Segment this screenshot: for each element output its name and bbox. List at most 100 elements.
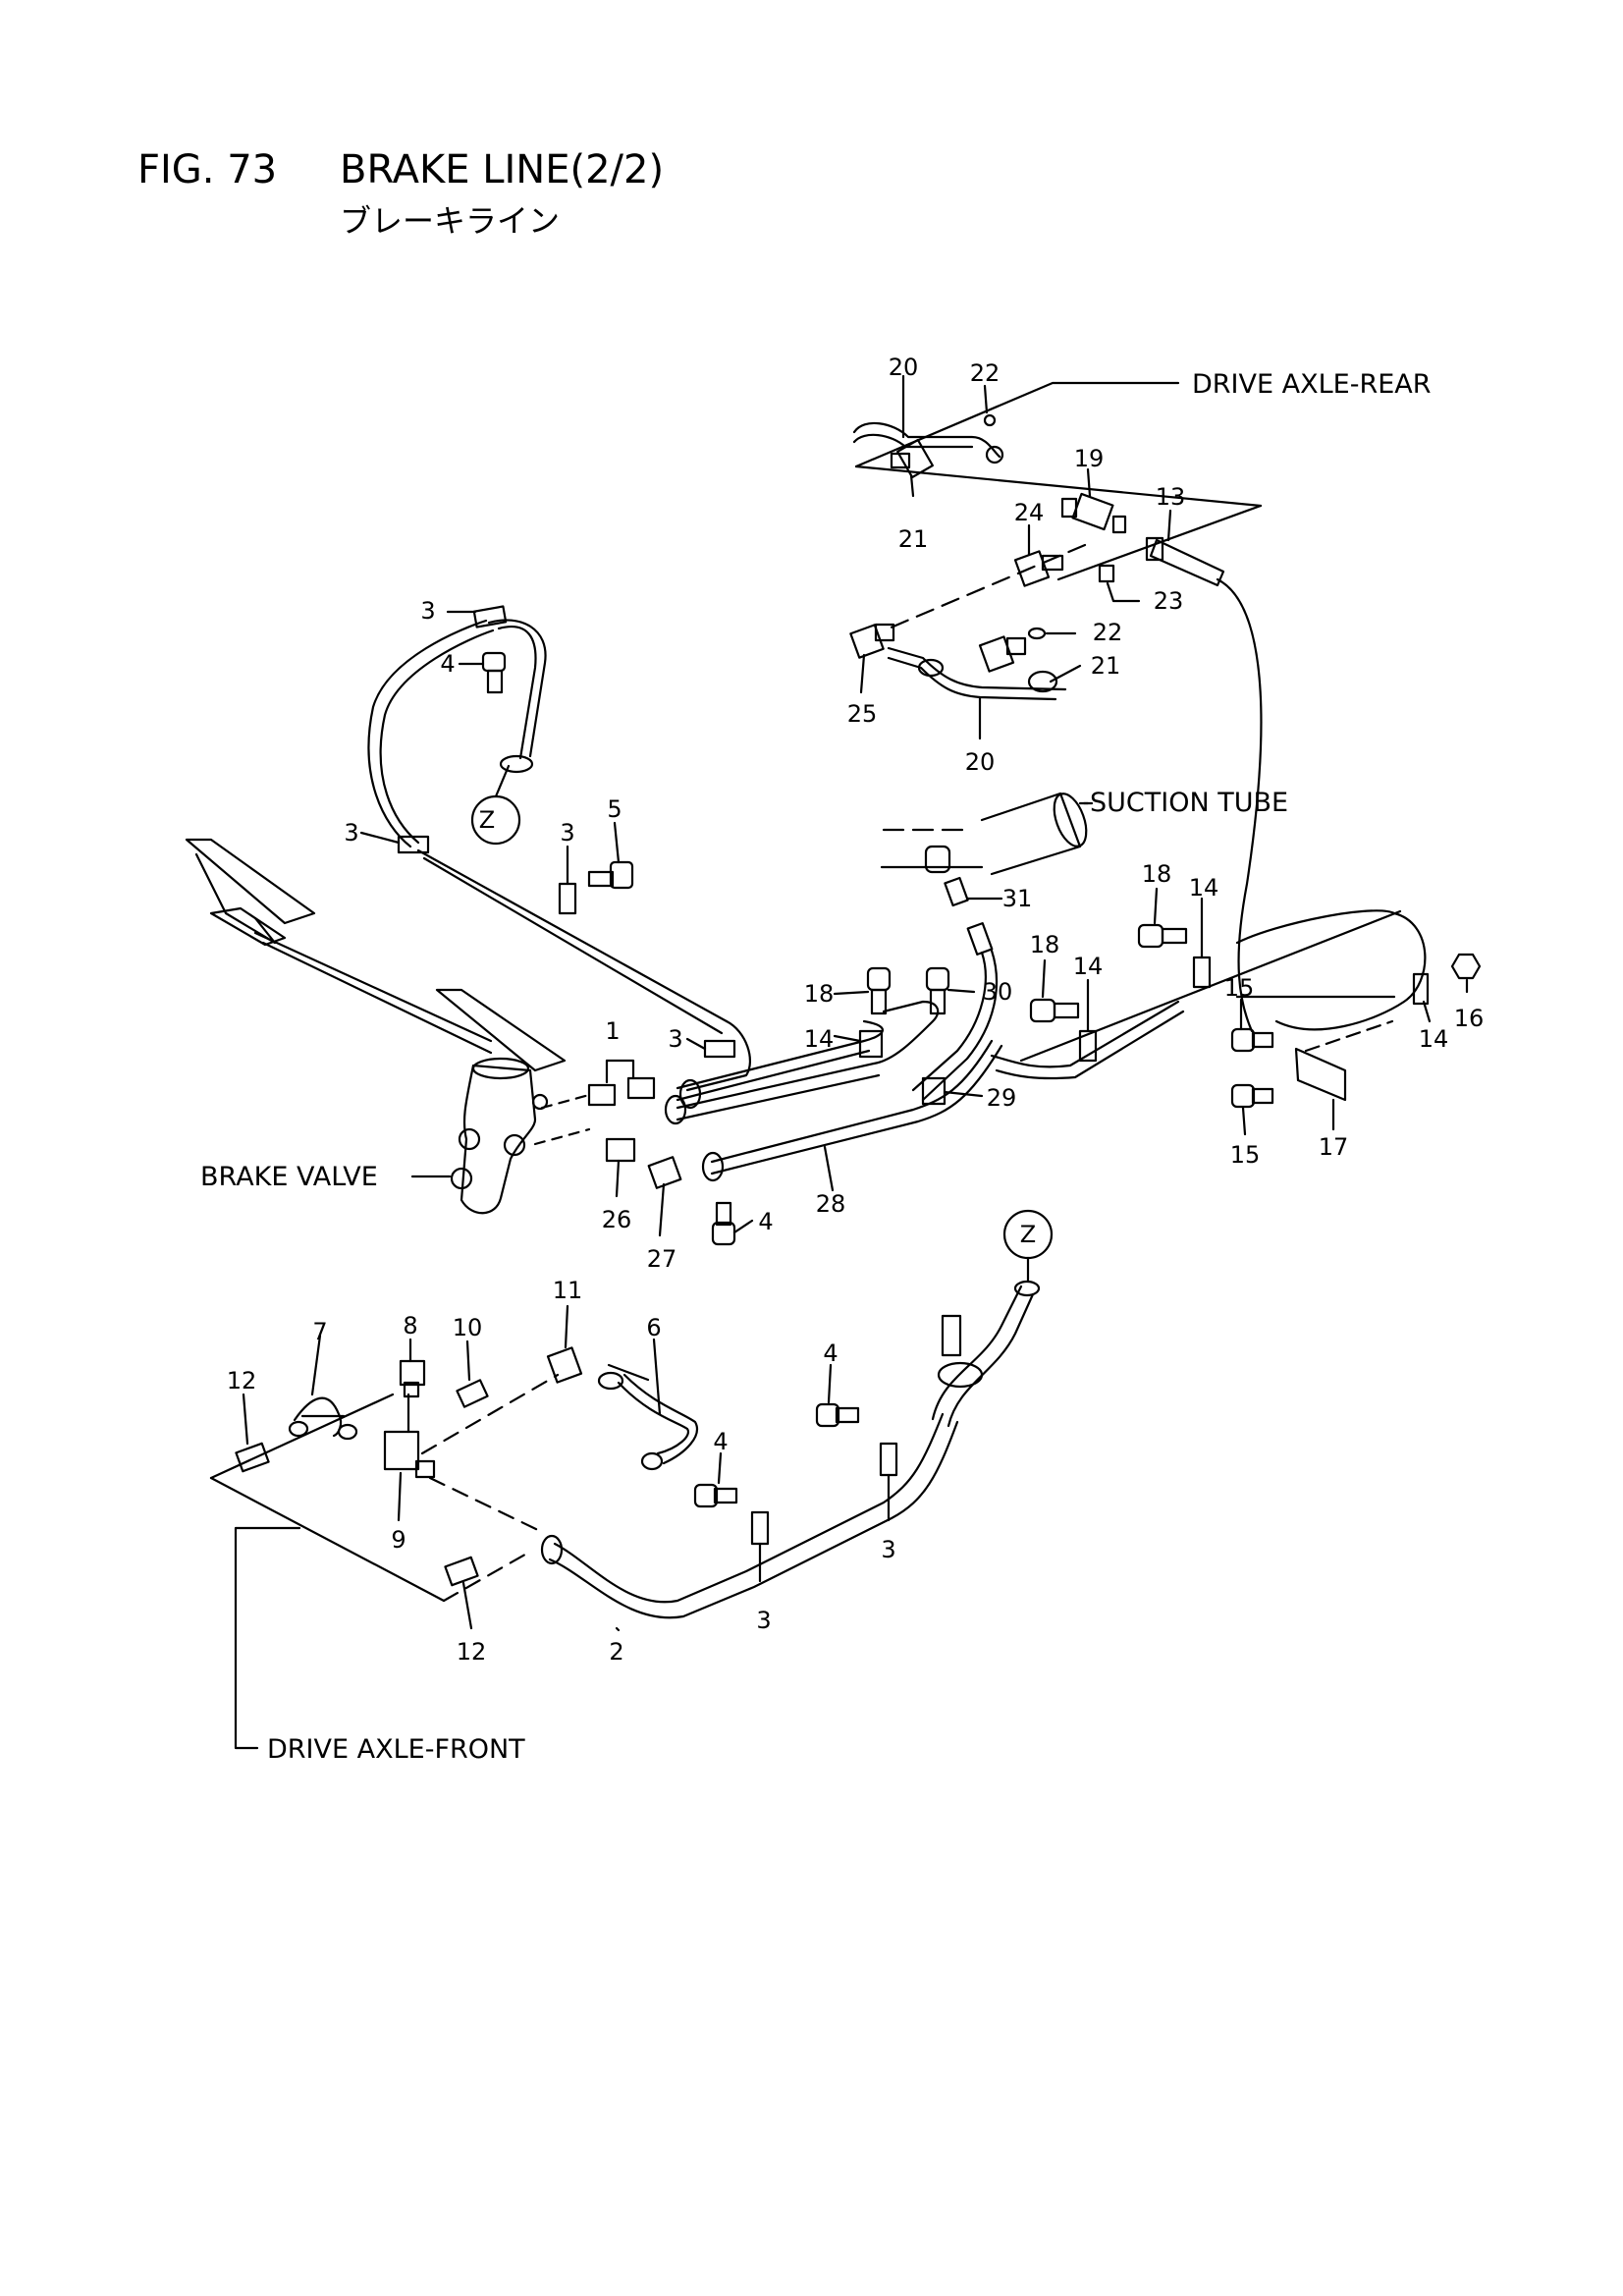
front-axle-frame-line bbox=[209, 1476, 446, 1603]
callout-15b: 15 bbox=[1230, 1141, 1261, 1169]
bolt-head bbox=[1137, 923, 1164, 949]
bolt-head bbox=[1230, 1083, 1256, 1109]
brake-hose-front-inner bbox=[548, 1420, 959, 1619]
callout-14c: 14 bbox=[1419, 1025, 1449, 1053]
bolt-shank bbox=[713, 1487, 738, 1504]
callout-3a: 3 bbox=[420, 597, 435, 625]
leader-line bbox=[605, 1059, 635, 1080]
leader-line bbox=[615, 1159, 621, 1198]
bolt-head bbox=[693, 1483, 719, 1508]
callout-3c: 3 bbox=[560, 819, 574, 847]
brake-pipe-lower-inner bbox=[887, 656, 1057, 701]
dashed-connection bbox=[533, 1127, 591, 1146]
callout-4c: 4 bbox=[713, 1428, 728, 1455]
pipe-nut bbox=[597, 1371, 624, 1391]
clamp bbox=[858, 1029, 884, 1059]
brake-hose-28 bbox=[710, 1039, 994, 1164]
dashed-connection bbox=[428, 1476, 544, 1534]
brake-pipe-upper bbox=[852, 421, 1001, 459]
rear-axle-frame-line bbox=[854, 465, 1263, 508]
callout-5: 5 bbox=[607, 795, 622, 823]
brake-pipe-lower bbox=[887, 646, 1067, 691]
rear-axle-group bbox=[849, 374, 1263, 1033]
bolt-shank bbox=[835, 1406, 860, 1424]
bolt-shank bbox=[1251, 1087, 1274, 1105]
brake-hose-to-z-inner bbox=[947, 1292, 1035, 1428]
brake-pipe-inner bbox=[422, 856, 724, 1035]
bolt-head bbox=[1230, 1027, 1256, 1053]
tee-nut bbox=[1060, 497, 1078, 519]
adapter-fitting bbox=[587, 1083, 617, 1107]
brake-hose bbox=[487, 619, 547, 758]
bolt-shank bbox=[1161, 927, 1188, 945]
pipe-nut bbox=[917, 658, 945, 678]
callout-2: 2 bbox=[609, 1638, 623, 1666]
suction-tube-group bbox=[880, 792, 1094, 1102]
bolt-head bbox=[1013, 550, 1051, 587]
leader-line bbox=[494, 764, 511, 798]
leader-line bbox=[310, 1334, 322, 1396]
bolt-shank bbox=[1041, 554, 1064, 572]
brake-hose-front bbox=[553, 1412, 945, 1604]
dashed-connection bbox=[442, 1550, 532, 1603]
front-axle-leader bbox=[234, 1526, 301, 1750]
brake-pipe bbox=[416, 848, 729, 1023]
leader-line bbox=[1049, 664, 1082, 683]
bleeder-nipple bbox=[403, 1381, 420, 1398]
clamp bbox=[1412, 972, 1430, 1006]
callout-18c: 18 bbox=[804, 980, 835, 1008]
leader-line bbox=[564, 1304, 569, 1349]
figure-subtitle: ブレーキライン bbox=[340, 202, 561, 240]
pedal-arm bbox=[194, 852, 277, 945]
elbow-fitting bbox=[849, 624, 885, 659]
callout-11: 11 bbox=[553, 1277, 583, 1304]
leader-line bbox=[461, 1581, 473, 1630]
callout-6: 6 bbox=[646, 1314, 661, 1341]
clamp bbox=[1192, 956, 1212, 989]
callout-23: 23 bbox=[1154, 587, 1184, 615]
bolt-shank bbox=[486, 669, 504, 694]
leader-line bbox=[943, 1090, 984, 1098]
brake-hose-28-inner bbox=[710, 1044, 1003, 1175]
callout-10: 10 bbox=[453, 1314, 483, 1341]
brake-hose-upper-inner bbox=[676, 1049, 871, 1102]
dashed-connection bbox=[1304, 1019, 1394, 1053]
long-brake-hose bbox=[1216, 577, 1263, 1033]
pedal-plate bbox=[185, 838, 316, 925]
bolt-head bbox=[1029, 998, 1056, 1023]
bracket bbox=[1294, 1047, 1347, 1102]
leader-line bbox=[685, 1037, 707, 1051]
leader-line bbox=[1422, 1000, 1432, 1023]
brake-hose-loop-inner bbox=[379, 629, 495, 845]
leader-line bbox=[1086, 467, 1092, 498]
label-suction-tube: SUCTION TUBE bbox=[1090, 788, 1288, 818]
tee-nut bbox=[1111, 515, 1127, 534]
hose-end bbox=[664, 1094, 687, 1125]
callout-20b: 20 bbox=[965, 748, 996, 776]
clamp bbox=[941, 1314, 962, 1357]
bolt-head bbox=[711, 1221, 736, 1246]
brake-pedal-group bbox=[185, 838, 567, 1215]
hose-end bbox=[540, 1534, 564, 1565]
callout-3b: 3 bbox=[344, 819, 358, 847]
bolt-shank bbox=[715, 1201, 732, 1227]
callout-14a: 14 bbox=[1189, 874, 1219, 902]
leader-line bbox=[359, 831, 401, 845]
bolt-head bbox=[815, 1402, 840, 1428]
adapter-fitting bbox=[626, 1076, 656, 1100]
hose-end bbox=[1013, 1280, 1041, 1297]
bolt-head bbox=[925, 966, 950, 992]
leader-line bbox=[242, 1393, 249, 1446]
leader-line bbox=[947, 988, 976, 994]
brake-pipe-6 bbox=[617, 1381, 690, 1455]
hose-end bbox=[499, 754, 534, 774]
callout-14b: 14 bbox=[1073, 953, 1104, 980]
leader-line bbox=[823, 1145, 835, 1192]
callout-30: 30 bbox=[983, 978, 1013, 1006]
clamp bbox=[397, 835, 430, 854]
callout-31: 31 bbox=[1002, 885, 1033, 912]
callout-7: 7 bbox=[312, 1318, 327, 1345]
callout-21: 21 bbox=[898, 525, 929, 553]
callout-3e: 3 bbox=[756, 1607, 771, 1634]
valve-pedal-plate bbox=[435, 988, 567, 1072]
